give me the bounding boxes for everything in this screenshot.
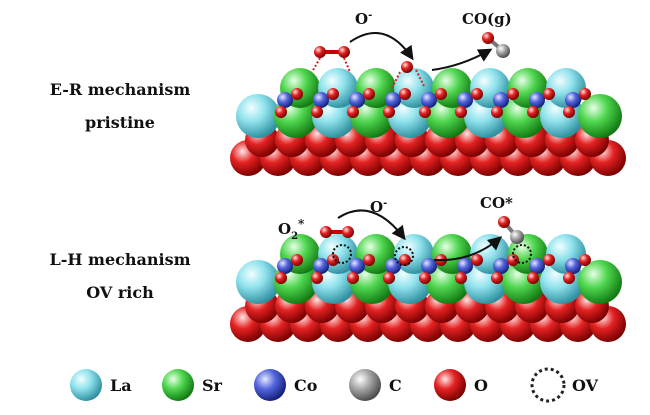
o-atom	[579, 254, 591, 266]
la-atom	[236, 260, 280, 304]
o-atom	[563, 106, 575, 118]
oxygen-vacancy	[332, 244, 352, 264]
lh-panel: L-H mechanism OV rich O2* O- CO*	[49, 194, 524, 302]
o2-adsorbate-molecule	[320, 226, 354, 238]
o-atom	[579, 88, 591, 100]
sr-atom-icon	[162, 369, 194, 401]
c-atom-icon	[349, 369, 381, 401]
o-atom	[543, 254, 555, 266]
o-atom	[563, 272, 575, 284]
co-atom	[529, 92, 545, 108]
desorption-arrow	[431, 48, 493, 71]
o-atom	[399, 88, 411, 100]
o2-adsorbate-label: O2*	[278, 217, 305, 242]
o-atom	[275, 106, 287, 118]
pristine-surface-slab	[230, 68, 626, 176]
o-atom	[491, 106, 503, 118]
o-atom	[527, 272, 539, 284]
co-atom	[385, 258, 401, 274]
o-atom	[507, 88, 519, 100]
o-atom	[491, 272, 503, 284]
legend-label: O	[474, 376, 488, 395]
o-atom	[327, 88, 339, 100]
legend-label: OV	[572, 376, 599, 395]
o-atom	[311, 106, 323, 118]
atom-legend: La Sr Co C O OV	[70, 367, 599, 403]
sr-atom	[578, 94, 622, 138]
la-atom-icon	[70, 369, 102, 401]
la-atom	[236, 94, 280, 138]
o-atom	[543, 88, 555, 100]
o-atom	[527, 106, 539, 118]
ov-rich-label: OV rich	[86, 283, 154, 302]
sr-atom	[578, 260, 622, 304]
co-atom-icon	[254, 369, 286, 401]
o-atom	[363, 254, 375, 266]
co-adsorbed-molecule	[498, 216, 524, 244]
co-atom	[493, 258, 509, 274]
surface-reaction-arrow	[433, 236, 503, 262]
o-atom	[383, 106, 395, 118]
co-gas-label: CO(g)	[462, 10, 512, 28]
oxygen-vacancy	[512, 244, 532, 264]
co-atom	[277, 258, 293, 274]
o-atom	[311, 272, 323, 284]
o-atom	[419, 106, 431, 118]
co-atom	[349, 258, 365, 274]
co-adsorbed-label: CO*	[480, 194, 513, 212]
co-atom	[349, 92, 365, 108]
o-atom	[291, 254, 303, 266]
o-atom	[419, 272, 431, 284]
co-atom	[313, 258, 329, 274]
ov-rich-surface-slab	[230, 234, 626, 342]
co-atom	[313, 92, 329, 108]
o-atom	[383, 272, 395, 284]
co-atom	[529, 258, 545, 274]
o-atom	[347, 272, 359, 284]
adsorption-arrow	[349, 32, 414, 61]
o-atom	[363, 88, 375, 100]
lh-mechanism-label: L-H mechanism	[49, 250, 190, 269]
co-atom	[565, 92, 581, 108]
o-atom	[291, 88, 303, 100]
o-atom	[347, 106, 359, 118]
o-ion-label: O-	[355, 10, 372, 28]
oxygen-vacancy-icon	[530, 367, 566, 403]
er-panel: E-R mechanism pristine O-	[50, 10, 512, 132]
o-atom	[471, 88, 483, 100]
co-atom	[457, 258, 473, 274]
legend-label: Co	[294, 376, 318, 395]
o-atom	[455, 272, 467, 284]
co-atom	[457, 92, 473, 108]
o-atom	[275, 272, 287, 284]
o-atom-icon	[434, 369, 466, 401]
o-atom	[435, 88, 447, 100]
co-atom	[385, 92, 401, 108]
co-atom	[421, 258, 437, 274]
co-gas-molecule	[482, 32, 510, 58]
o-atom	[507, 254, 519, 266]
o-atom	[455, 106, 467, 118]
co-atom	[565, 258, 581, 274]
oxygen-vacancy	[394, 246, 414, 266]
er-mechanism-label: E-R mechanism	[50, 80, 191, 99]
legend-label: Sr	[202, 376, 223, 395]
legend-label: C	[389, 376, 402, 395]
co-atom	[493, 92, 509, 108]
dissociation-arrow	[337, 209, 406, 241]
reacting-oxygen	[391, 61, 425, 89]
legend-label: La	[110, 376, 132, 395]
o2-molecule	[311, 46, 351, 73]
co-atom	[421, 92, 437, 108]
co-atom	[277, 92, 293, 108]
o-atom	[471, 254, 483, 266]
pristine-label: pristine	[85, 113, 155, 132]
o-atom	[327, 254, 339, 266]
